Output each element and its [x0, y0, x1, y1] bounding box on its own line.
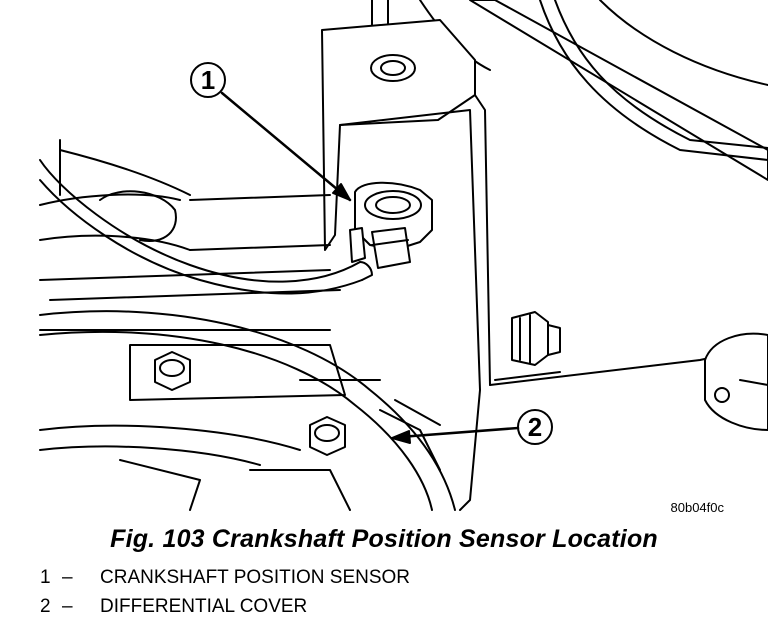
right-housing	[704, 332, 768, 431]
cover-bolt	[154, 351, 191, 391]
upper-cable-bundle	[419, 0, 768, 181]
callout-2: 2	[391, 409, 553, 445]
bracket-nut	[511, 311, 561, 366]
legend: 1– CRANKSHAFT POSITION SENSOR 2– DIFFERENT…	[40, 563, 410, 621]
crankshaft-position-sensor	[349, 181, 433, 269]
differential-cover	[39, 310, 456, 511]
legend-number: 2	[40, 596, 51, 617]
svg-text:1: 1	[201, 65, 215, 95]
callout-1: 1	[190, 62, 352, 202]
legend-number: 1	[40, 567, 51, 588]
legend-dash: –	[62, 596, 73, 617]
legend-dash: –	[62, 567, 73, 588]
figure-reference-code: 80b04f0c	[671, 500, 725, 515]
legend-label: CRANKSHAFT POSITION SENSOR	[100, 567, 411, 588]
transmission-housing	[39, 139, 341, 331]
engine-diagram: 1 2 80b04f0c	[39, 0, 768, 515]
legend-item: 2– DIFFERENTIAL COVER	[40, 592, 410, 621]
svg-text:2: 2	[528, 412, 542, 442]
cover-bolt	[309, 416, 346, 456]
figure-caption: Fig. 103 Crankshaft Position Sensor Loca…	[110, 525, 658, 553]
sensor-harness	[39, 159, 373, 295]
legend-item: 1– CRANKSHAFT POSITION SENSOR	[40, 563, 410, 592]
legend-label: DIFFERENTIAL COVER	[100, 596, 308, 617]
